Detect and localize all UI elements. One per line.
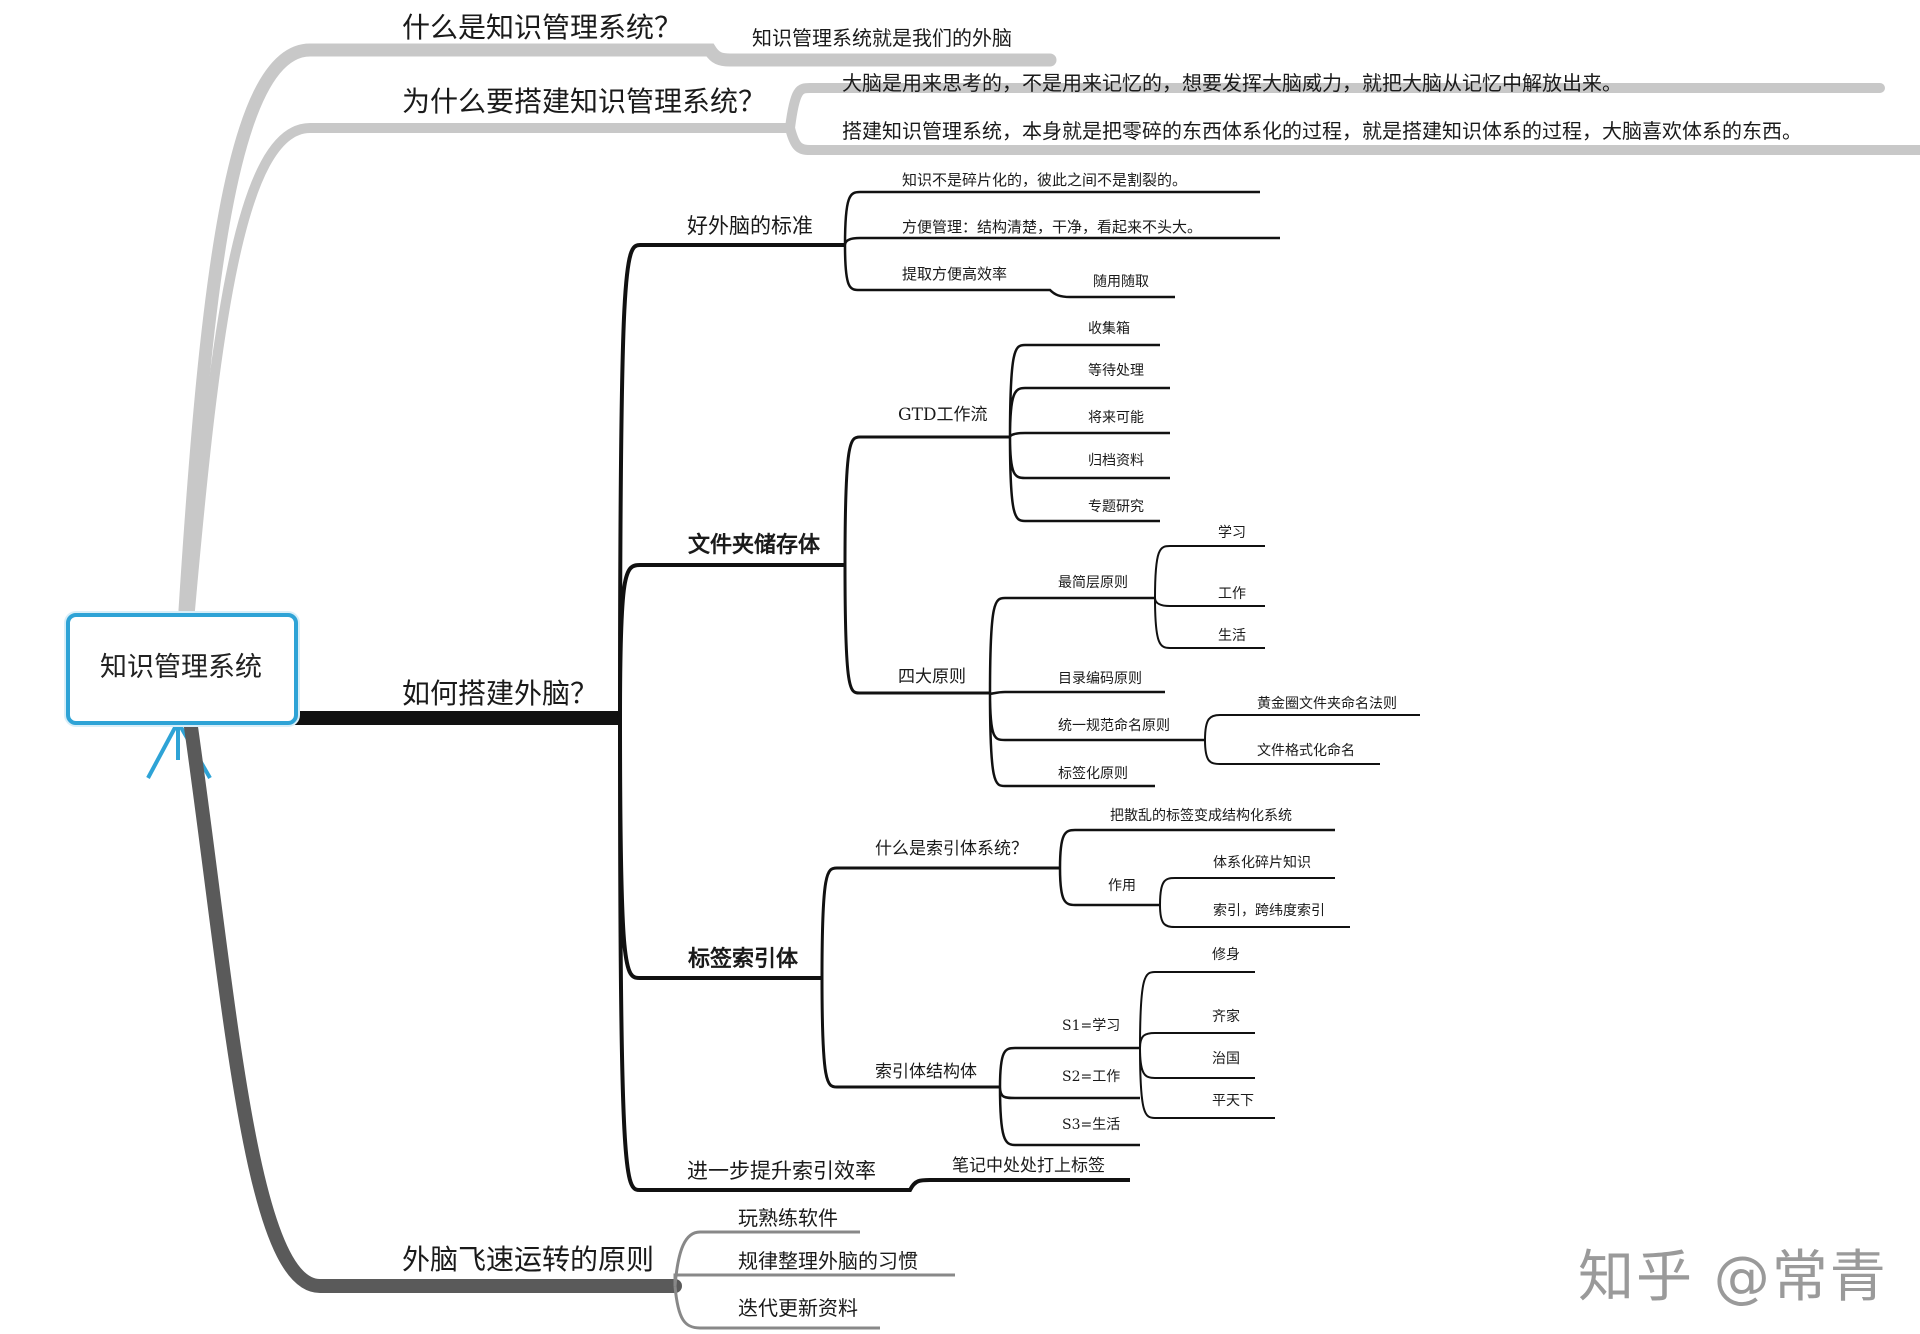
branch-what — [178, 43, 1057, 617]
folder-children-lines — [843, 435, 1010, 695]
node-what-child[interactable]: 知识管理系统就是我们的外脑 — [752, 26, 1012, 50]
node-s1[interactable]: S1=学习 — [1062, 1018, 1121, 1034]
node-gtd-4[interactable]: 归档资料 — [1088, 453, 1144, 469]
node-naming[interactable]: 统一规范命名原则 — [1058, 718, 1170, 734]
node-what[interactable]: 什么是知识管理系统？ — [402, 11, 683, 44]
watermark: 知乎 @常青 — [1578, 1245, 1888, 1310]
node-s-child-3[interactable]: 治国 — [1212, 1051, 1240, 1067]
node-good[interactable]: 好外脑的标准 — [687, 214, 813, 238]
node-fast-child-1[interactable]: 玩熟练软件 — [738, 1206, 838, 1230]
node-gtd[interactable]: GTD工作流 — [898, 405, 988, 425]
branch-fast-children — [673, 1230, 955, 1330]
node-why-child-1[interactable]: 大脑是用来思考的，不是用来记忆的，想要发挥大脑威力，就把大脑从记忆中解放出来。 — [842, 71, 1622, 95]
gtd-children-lines — [1008, 343, 1170, 523]
node-how[interactable]: 如何搭建外脑？ — [402, 677, 599, 710]
node-good-child-3[interactable]: 提取方便高效率 — [902, 265, 1008, 283]
node-good-child-1[interactable]: 知识不是碎片化的，彼此之间不是割裂的。 — [902, 171, 1188, 189]
node-gtd-1[interactable]: 收集箱 — [1088, 321, 1130, 337]
node-tagwhat-child[interactable]: 把散乱的标签变成结构化系统 — [1110, 808, 1292, 824]
node-s3[interactable]: S3=生活 — [1062, 1117, 1121, 1133]
node-folder[interactable]: 文件夹储存体 — [688, 532, 821, 558]
node-gtd-3[interactable]: 将来可能 — [1088, 410, 1144, 426]
four-children-lines — [988, 596, 1205, 788]
node-why[interactable]: 为什么要搭建知识管理系统？ — [402, 85, 767, 118]
node-gtd-2[interactable]: 等待处理 — [1088, 363, 1144, 379]
root-node[interactable] — [66, 613, 298, 725]
how-trunk — [618, 243, 1130, 1192]
branch-fast — [183, 713, 682, 1293]
good-children-lines — [843, 190, 1280, 299]
tagwhat-children-lines — [1058, 828, 1335, 907]
node-s2[interactable]: S2=工作 — [1062, 1069, 1121, 1085]
node-use-2[interactable]: 索引，跨纬度索引 — [1213, 903, 1325, 919]
node-naming-2[interactable]: 文件格式化命名 — [1257, 743, 1355, 759]
root-label: 知识管理系统 — [100, 652, 262, 683]
node-fast[interactable]: 外脑飞速运转的原则 — [402, 1243, 655, 1276]
node-gtd-5[interactable]: 专题研究 — [1088, 499, 1144, 515]
node-structure[interactable]: 索引体结构体 — [875, 1062, 977, 1082]
node-tagindex[interactable]: 标签索引体 — [688, 946, 799, 972]
node-fast-child-2[interactable]: 规律整理外脑的习惯 — [738, 1249, 918, 1273]
structure-children-lines — [998, 1046, 1140, 1147]
node-simplest-2[interactable]: 工作 — [1218, 586, 1246, 602]
node-simplest[interactable]: 最简层原则 — [1058, 575, 1128, 591]
node-use[interactable]: 作用 — [1108, 878, 1136, 894]
node-extract-child[interactable]: 随用随取 — [1093, 274, 1149, 290]
node-four[interactable]: 四大原则 — [898, 667, 966, 687]
node-tag[interactable]: 标签化原则 — [1058, 766, 1128, 782]
node-naming-1[interactable]: 黄金圈文件夹命名法则 — [1257, 696, 1397, 712]
node-s-child-2[interactable]: 齐家 — [1212, 1009, 1240, 1025]
node-good-child-2[interactable]: 方便管理：结构清楚，干净，看起来不头大。 — [902, 218, 1203, 236]
node-further[interactable]: 进一步提升索引效率 — [687, 1159, 876, 1183]
node-further-child[interactable]: 笔记中处处打上标签 — [952, 1156, 1105, 1176]
node-tagwhat[interactable]: 什么是索引体系统？ — [875, 839, 1028, 859]
node-s-child-1[interactable]: 修身 — [1212, 947, 1240, 963]
node-catalog[interactable]: 目录编码原则 — [1058, 671, 1142, 687]
s-children-lines — [1139, 971, 1275, 1119]
naming-children-lines — [1204, 714, 1420, 765]
simplest-children-lines — [1154, 545, 1265, 649]
use-children-lines — [1159, 877, 1350, 928]
node-use-1[interactable]: 体系化碎片知识 — [1213, 855, 1311, 871]
node-why-child-2[interactable]: 搭建知识管理系统，本身就是把零碎的东西体系化的过程，就是搭建知识体系的过程，大脑… — [842, 119, 1802, 143]
tagindex-children-lines — [820, 866, 1060, 1089]
branch-why — [185, 83, 1920, 615]
node-simplest-1[interactable]: 学习 — [1218, 525, 1246, 541]
node-simplest-3[interactable]: 生活 — [1218, 628, 1246, 644]
node-fast-child-3[interactable]: 迭代更新资料 — [738, 1296, 858, 1320]
node-s-child-4[interactable]: 平天下 — [1212, 1093, 1254, 1109]
